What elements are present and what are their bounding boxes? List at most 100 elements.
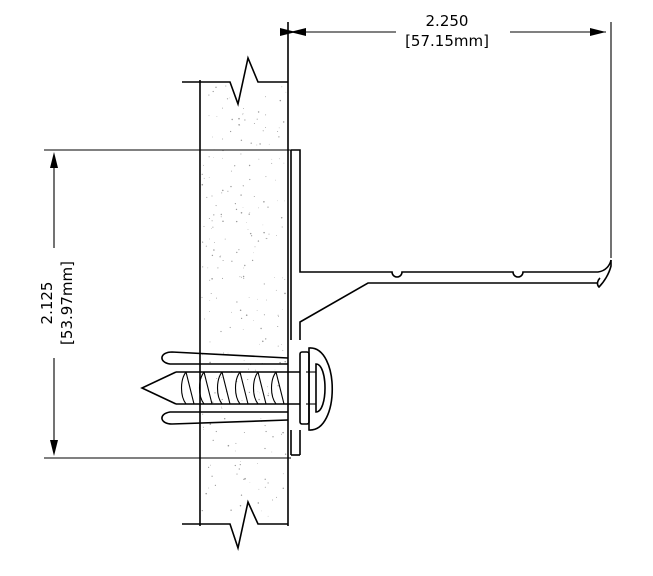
wall-texture-speck	[251, 259, 254, 262]
wall-texture-speck	[230, 311, 232, 313]
wall-texture-speck	[210, 292, 212, 295]
wall-texture-speck	[212, 226, 214, 228]
wall-texture-speck	[239, 276, 241, 278]
wall-texture-speck	[201, 183, 204, 186]
wall-texture-speck	[240, 276, 242, 278]
wall-texture-speck	[268, 233, 270, 235]
wall-texture-speck	[265, 127, 266, 129]
wall-texture-speck	[256, 118, 258, 120]
wall-texture-speck	[282, 121, 285, 123]
wall-section	[182, 22, 289, 552]
wall-texture-speck	[280, 217, 283, 219]
wall-texture-speck	[265, 338, 267, 340]
wall-texture-speck	[227, 444, 230, 447]
wall-texture-speck	[203, 177, 205, 179]
wall-texture-speck	[242, 113, 244, 115]
wall-texture-speck	[260, 418, 262, 419]
wall-texture-speck	[239, 504, 242, 507]
wall-texture-speck	[234, 464, 236, 467]
wall-texture-speck	[275, 289, 277, 291]
wall-texture-speck	[263, 231, 265, 234]
wall-texture-speck	[265, 176, 267, 178]
wall-texture-speck	[206, 196, 208, 198]
wall-texture-speck	[219, 256, 221, 258]
width-dimension: 2.250 [57.15mm]	[280, 12, 612, 258]
wall-texture-speck	[277, 325, 279, 328]
wall-texture-speck	[247, 229, 249, 230]
wall-texture-speck	[222, 157, 223, 159]
wall-texture-speck	[222, 189, 224, 192]
wall-texture-speck	[221, 406, 223, 408]
wall-texture-speck	[282, 487, 285, 490]
wall-texture-speck	[205, 492, 207, 495]
wall-texture-speck	[277, 385, 279, 387]
wall-texture-speck	[209, 311, 211, 312]
wall-texture-speck	[221, 277, 224, 279]
wall-texture-speck	[208, 94, 210, 96]
wall-texture-speck	[250, 235, 253, 237]
wall-texture-speck	[231, 118, 233, 121]
wall-texture-speck	[260, 327, 262, 330]
wall-texture-speck	[215, 205, 217, 207]
wall-texture-speck	[215, 86, 217, 89]
wall-texture-speck	[214, 241, 215, 243]
wall-texture-speck	[262, 340, 264, 343]
wall-texture-speck	[244, 119, 246, 121]
wall-texture-speck	[268, 143, 270, 145]
wall-texture-speck	[226, 98, 229, 100]
wall-texture-speck	[208, 217, 210, 220]
wall-texture-speck	[234, 165, 236, 167]
wall-texture-speck	[255, 369, 256, 371]
wall-texture-speck	[248, 164, 251, 167]
wall-texture-speck	[229, 97, 231, 99]
wall-texture-speck	[203, 226, 205, 227]
wall-texture-speck	[249, 178, 251, 181]
wall-texture-speck	[284, 200, 285, 202]
wall-texture-speck	[201, 509, 203, 512]
wall-texture-speck	[239, 464, 241, 466]
wall-texture-speck	[272, 499, 274, 501]
wall-texture-speck	[240, 461, 242, 463]
wall-texture-speck	[279, 99, 282, 102]
wall-texture-speck	[236, 251, 238, 254]
wall-texture-speck	[211, 401, 214, 403]
wall-texture-speck	[248, 391, 251, 394]
wall-texture-speck	[202, 413, 204, 415]
width-metric: [57.15mm]	[405, 32, 489, 50]
wall-texture-speck	[214, 392, 216, 394]
wall-texture-speck	[256, 144, 258, 146]
wall-texture-speck	[241, 400, 243, 402]
wall-texture-speck	[220, 254, 222, 256]
wall-texture-speck	[209, 238, 210, 240]
wall-texture-speck	[222, 220, 224, 222]
wall-texture-speck	[265, 237, 267, 239]
wall-texture-speck	[249, 482, 251, 483]
wall-texture-speck	[244, 264, 246, 267]
wall-texture-speck	[259, 343, 261, 345]
wall-texture-speck	[263, 314, 265, 316]
wall-texture-speck	[278, 136, 280, 138]
wall-texture-speck	[281, 344, 283, 345]
wall-texture-speck	[238, 124, 240, 126]
wall-texture-speck	[265, 114, 267, 116]
wall-texture-speck	[208, 156, 210, 158]
wall-texture-speck	[205, 245, 207, 247]
wall-texture-speck	[276, 235, 278, 236]
wall-texture-speck	[240, 153, 242, 155]
wall-texture-speck	[234, 450, 236, 452]
wall-texture-speck	[249, 232, 252, 235]
wall-texture-speck	[216, 378, 218, 379]
wall-texture-speck	[202, 429, 204, 430]
wall-texture-speck	[243, 267, 245, 269]
wall-texture-speck	[277, 345, 279, 347]
wall-texture-speck	[217, 267, 219, 269]
wall-texture-speck	[216, 297, 217, 299]
wall-texture-speck	[254, 246, 256, 248]
wall-texture-speck	[201, 173, 203, 176]
wall-texture-speck	[248, 368, 250, 370]
wall-texture-speck	[240, 212, 243, 214]
wall-texture-speck	[245, 222, 247, 224]
wall-texture-speck	[277, 314, 279, 316]
wall-texture-speck	[267, 392, 269, 394]
wall-texture-speck	[209, 279, 211, 281]
